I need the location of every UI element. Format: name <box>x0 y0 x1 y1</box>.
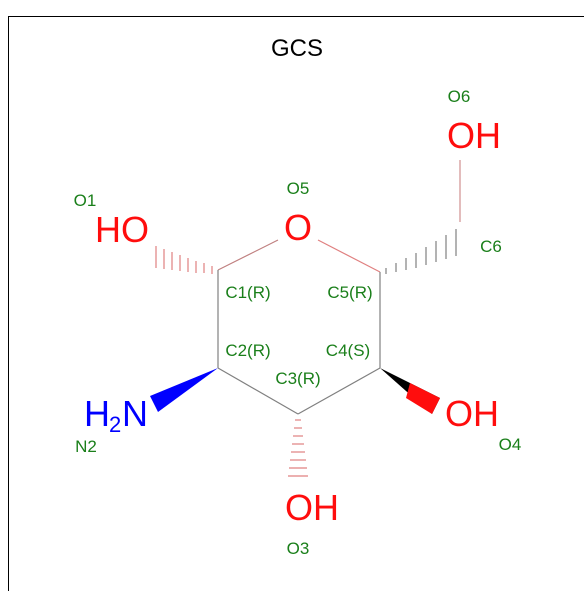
frame-top-border <box>8 16 584 17</box>
atom-n2-sub: 2 <box>109 412 121 437</box>
label-c1: C1(R) <box>225 283 270 302</box>
label-c6: C6 <box>480 237 502 256</box>
wedge-bond-c2-n2 <box>150 368 218 412</box>
label-c3: C3(R) <box>275 369 320 388</box>
label-n2: N2 <box>75 437 97 456</box>
bond-o5-c5 <box>317 239 381 273</box>
frame-left-border <box>8 16 9 591</box>
atom-o1: HO <box>95 209 149 250</box>
label-o5: O5 <box>287 179 310 198</box>
label-o4: O4 <box>499 435 522 454</box>
label-o6: O6 <box>448 87 471 106</box>
atom-o6: OH <box>447 115 501 156</box>
label-c2: C2(R) <box>225 341 270 360</box>
hash-bond-c5-c6 <box>385 229 457 274</box>
hash-bond-c3-o3 <box>288 419 308 477</box>
hash-bond-c1-o1 <box>155 246 213 274</box>
ring-bonds <box>217 160 461 415</box>
atom-o3: OH <box>285 487 339 528</box>
molecule-title: GCS <box>271 35 323 62</box>
atom-n2: H 2 N <box>84 393 148 437</box>
label-c5: C5(R) <box>327 283 372 302</box>
atom-n2-n: N <box>122 393 148 434</box>
bond-c1-o5 <box>217 239 279 271</box>
atom-n2-h: H <box>84 393 110 434</box>
wedge-bond-c4-o4-red <box>406 383 440 414</box>
label-o3: O3 <box>287 539 310 558</box>
atom-o5: O <box>284 207 312 248</box>
label-c4: C4(S) <box>326 341 370 360</box>
bond-c3-c4 <box>297 367 381 415</box>
bond-c2-c3 <box>217 367 299 415</box>
label-o1: O1 <box>74 191 97 210</box>
atom-o4: OH <box>445 393 499 434</box>
